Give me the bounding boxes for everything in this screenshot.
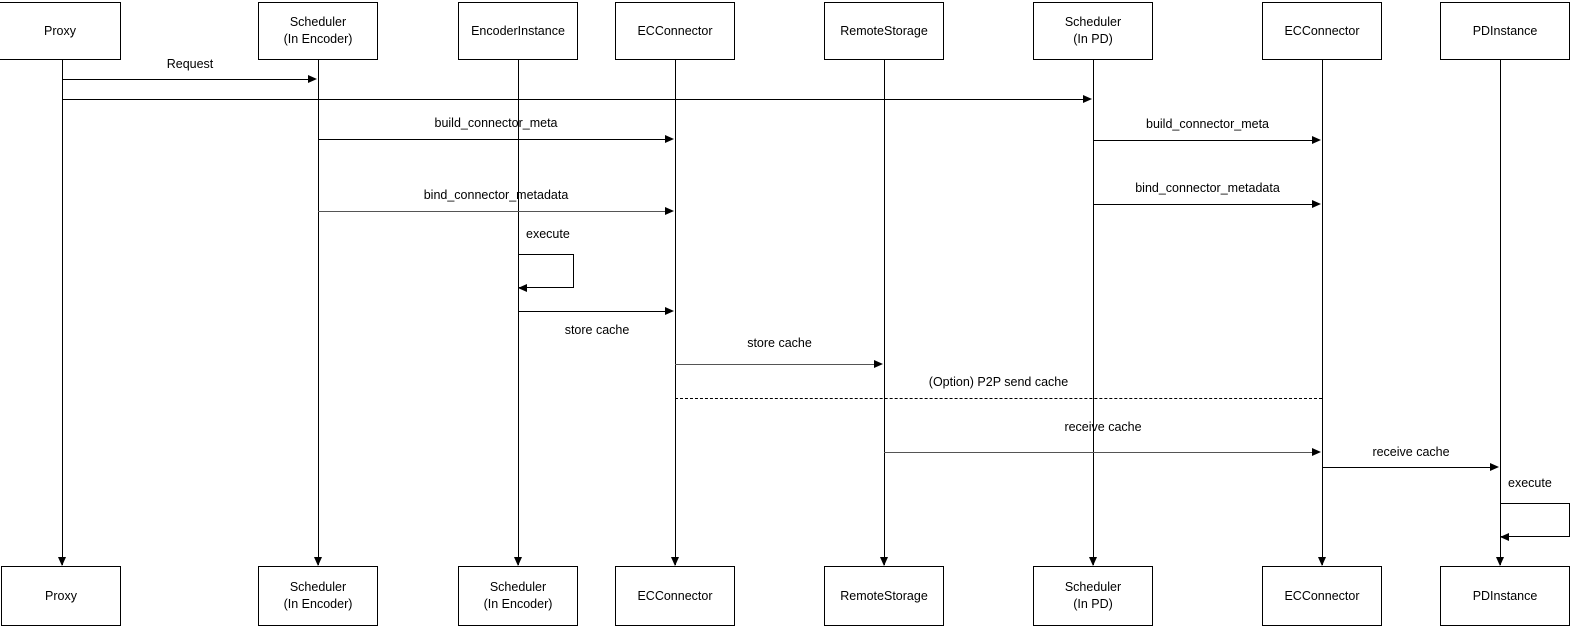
participant-box-bottom-scheduler-in-encoder[interactable]: Scheduler (In Encoder) [258,566,378,626]
lifeline-end-arrow-scheduler-in-encoder [314,557,322,566]
participant-box-bottom-remote-storage[interactable]: RemoteStorage [824,566,944,626]
message-label-p2p-send-cache: (Option) P2P send cache [928,375,1069,389]
message-arrow-request [308,74,317,83]
lifeline-end-arrow-scheduler-in-pd [1089,557,1097,566]
lifeline-end-arrow-pd-instance [1496,557,1504,566]
message-label-bind-connector-metadata-encoder: bind_connector_metadata [423,188,569,202]
participant-label: EncoderInstance [471,23,565,38]
self-call-box-execute-encoder [518,254,574,288]
participant-box-top-pd-instance[interactable]: PDInstance [1440,2,1570,60]
lifeline-remote-storage [884,60,885,565]
lifeline-end-arrow-proxy [58,557,66,566]
message-arrow-store-cache-1 [665,306,674,315]
participant-box-top-scheduler-in-encoder[interactable]: Scheduler (In Encoder) [258,2,378,60]
participant-label: PDInstance [1472,588,1538,603]
lifeline-scheduler-in-encoder [318,60,319,565]
message-label-build-connector-meta-pd: build_connector_meta [1146,117,1269,131]
participant-label: Scheduler [1064,580,1122,595]
participant-box-top-ec-connector-pd[interactable]: ECConnector [1262,2,1382,60]
participant-label: ECConnector [1284,588,1360,603]
lifeline-end-arrow-ec-connector-encoder [671,557,679,566]
participant-label: Proxy [44,23,76,38]
lifeline-scheduler-in-pd [1093,60,1094,565]
lifeline-proxy [62,60,63,565]
message-line-build-connector-meta-pd [1093,140,1312,141]
participant-label: Scheduler [489,580,547,595]
participant-box-top-proxy[interactable]: Proxy [0,2,121,60]
message-line-bind-connector-metadata-encoder [318,211,665,213]
message-line-bind-connector-metadata-pd [1093,204,1312,205]
message-line-store-cache-1 [519,311,665,312]
message-line-request [62,79,309,80]
participant-box-top-scheduler-in-pd[interactable]: Scheduler (In PD) [1033,2,1153,60]
participant-box-bottom-pd-instance[interactable]: PDInstance [1440,566,1570,626]
message-label-store-cache-1: store cache [564,323,630,337]
participant-label: RemoteStorage [840,588,928,603]
participant-box-bottom-scheduler-in-pd[interactable]: Scheduler (In PD) [1033,566,1153,626]
participant-box-top-remote-storage[interactable]: RemoteStorage [824,2,944,60]
message-line-build-connector-meta-encoder [318,139,665,140]
self-call-box-execute-pd [1500,503,1570,537]
participant-box-bottom-scheduler-in-encoder-2[interactable]: Scheduler (In Encoder) [458,566,578,626]
message-line-proxy-to-pd [62,99,1084,100]
participant-box-top-ec-connector-encoder[interactable]: ECConnector [615,2,735,60]
message-line-p2p-send-cache [675,398,1322,399]
lifeline-end-arrow-remote-storage [880,557,888,566]
participant-box-bottom-proxy[interactable]: Proxy [1,566,121,626]
message-line-store-cache-2 [675,364,874,366]
message-label-request: Request [166,57,214,71]
participant-label: Scheduler [1064,15,1122,30]
participant-box-top-encoder-instance[interactable]: EncoderInstance [458,2,578,60]
participant-label: Scheduler [289,15,347,30]
participant-label: ECConnector [637,23,713,38]
lifeline-ec-connector-pd [1322,60,1323,565]
message-line-receive-cache-2 [1322,467,1490,468]
message-label-bind-connector-metadata-pd: bind_connector_metadata [1135,181,1280,195]
participant-sublabel: (In Encoder) [283,597,353,611]
participant-label: ECConnector [637,588,713,603]
message-arrow-bind-connector-metadata-encoder [665,207,674,215]
message-arrow-execute-pd [1500,532,1509,541]
lifeline-pd-instance [1500,60,1501,565]
message-arrow-receive-cache-2 [1490,462,1499,471]
lifeline-end-arrow-encoder-instance [514,557,522,566]
message-arrow-proxy-to-pd [1083,94,1092,103]
message-label-store-cache-2: store cache [747,336,812,350]
lifeline-end-arrow-ec-connector-pd [1318,557,1326,566]
participant-label: ECConnector [1284,23,1360,38]
participant-sublabel: (In PD) [1073,597,1113,611]
participant-label: PDInstance [1472,23,1538,38]
participant-label: Proxy [45,588,77,603]
message-arrow-build-connector-meta-encoder [665,134,674,143]
message-label-build-connector-meta-encoder: build_connector_meta [434,116,558,130]
message-arrow-build-connector-meta-pd [1312,135,1321,144]
message-arrow-receive-cache-1 [1312,448,1321,456]
participant-label: RemoteStorage [840,23,928,38]
message-label-receive-cache-2: receive cache [1372,445,1450,459]
message-label-execute-encoder: execute [526,227,570,241]
participant-box-bottom-ec-connector-pd[interactable]: ECConnector [1262,566,1382,626]
message-line-receive-cache-1 [884,452,1312,454]
message-arrow-execute-encoder [518,283,527,292]
participant-sublabel: (In Encoder) [283,32,353,46]
participant-label: Scheduler [289,580,347,595]
message-label-execute-pd: execute [1508,476,1552,490]
message-arrow-bind-connector-metadata-pd [1312,199,1321,208]
message-arrow-store-cache-2 [874,360,883,368]
participant-sublabel: (In Encoder) [483,597,553,611]
participant-sublabel: (In PD) [1073,32,1113,46]
message-label-receive-cache-1: receive cache [1064,420,1142,434]
lifeline-ec-connector-encoder [675,60,676,565]
lifeline-encoder-instance [518,60,519,565]
participant-box-bottom-ec-connector-encoder[interactable]: ECConnector [615,566,735,626]
